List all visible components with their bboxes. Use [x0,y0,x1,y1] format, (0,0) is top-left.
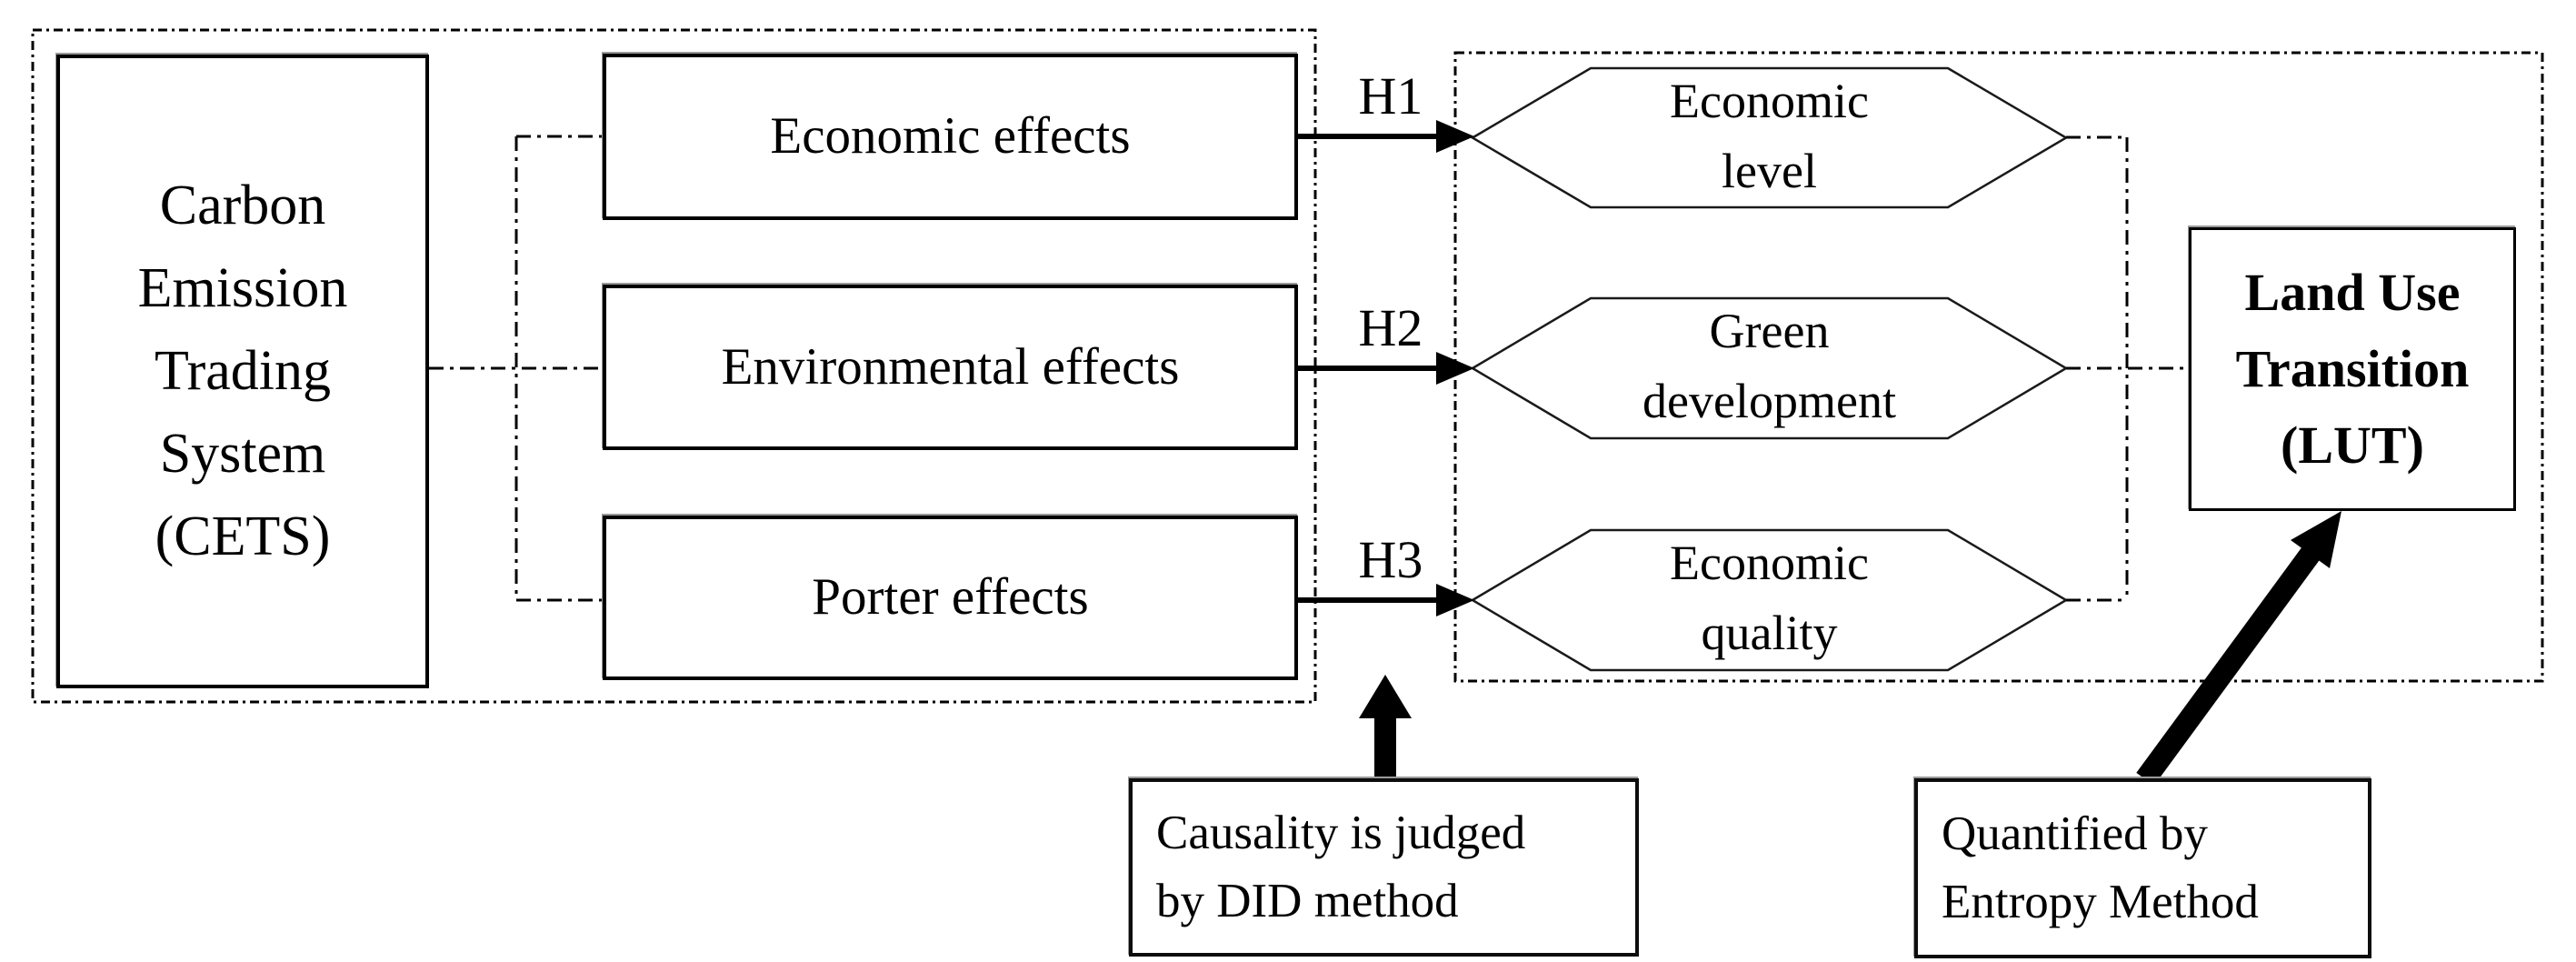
did-method-note: Causality is judged by DID method [1129,778,1639,957]
entropy-method-arrow [2136,511,2341,787]
environmental-effects-label: Environmental effects [721,337,1180,396]
entropy-method-note: Quantified by Entropy Method [1914,778,2371,958]
economic-effects-label: Economic effects [770,107,1131,165]
h3-arrow [1298,584,1474,616]
entropy-method-label: Quantified by Entropy Method [1942,807,2259,928]
economic-level-label: Economic level [1670,73,1869,198]
did-method-label: Causality is judged by DID method [1156,806,1526,927]
cets-label: Carbon Emission Trading System (CETS) [137,174,348,568]
h1-hypothesis-label: H1 [1358,66,1423,125]
porter-effects-label: Porter effects [812,568,1089,626]
h2-arrow [1298,352,1474,385]
green-development-label: Green development [1642,304,1896,428]
lut-node: Land Use Transition (LUT) [2189,227,2516,511]
lut-label: Land Use Transition (LUT) [2235,262,2470,476]
h1-arrow [1298,120,1474,153]
environmental-effects-node: Environmental effects [603,285,1298,450]
cets-node: Carbon Emission Trading System (CETS) [56,55,429,688]
h3-hypothesis-label: H3 [1358,530,1423,589]
did-method-arrow [1359,675,1412,780]
h2-hypothesis-label: H2 [1358,298,1423,357]
porter-effects-node: Porter effects [603,516,1298,680]
economic-effects-node: Economic effects [603,54,1298,220]
economic-quality-label: Economic quality [1670,536,1869,660]
